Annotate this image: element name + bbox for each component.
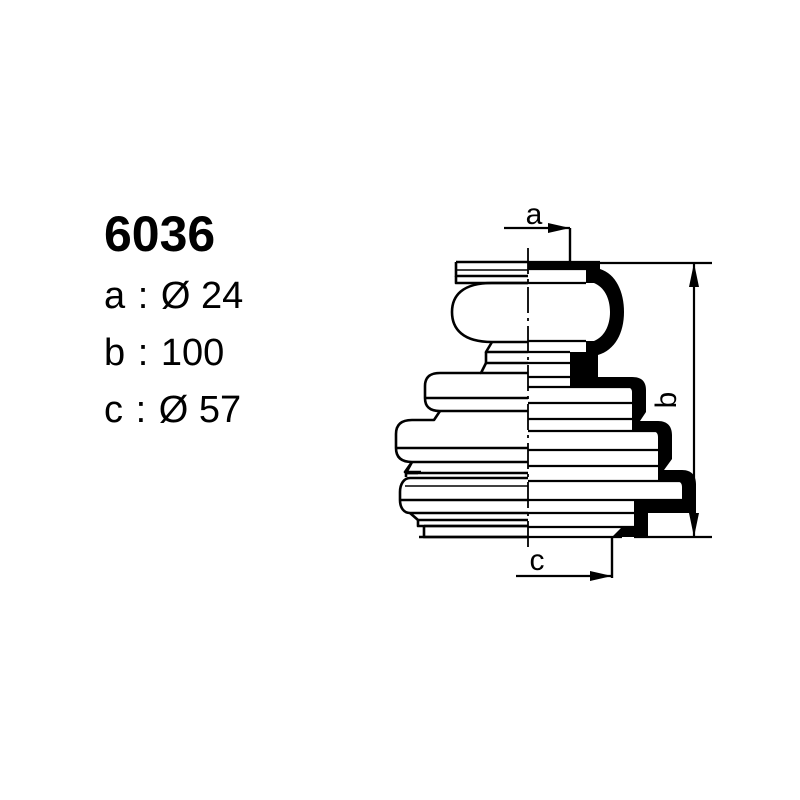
spec-value-c: 57 bbox=[198, 389, 242, 431]
spec-row-a: a : Ø 24 bbox=[104, 268, 364, 325]
dimension-c-label: c bbox=[530, 544, 545, 577]
spec-value-b: 100 bbox=[160, 332, 225, 374]
boot-right-section bbox=[528, 262, 696, 537]
dimension-b-label: b bbox=[650, 392, 683, 409]
spec-row-c: c : Ø 57 bbox=[104, 382, 364, 439]
spec-block: 6036 a : Ø 24 b : 100 c : Ø 57 bbox=[104, 206, 364, 439]
spec-symbol-a: Ø bbox=[160, 275, 191, 317]
spec-separator-b: : bbox=[137, 332, 149, 374]
boot-right-interior-lines bbox=[528, 260, 682, 539]
spec-value-a: 24 bbox=[200, 275, 244, 317]
dimension-a: a bbox=[504, 198, 572, 268]
part-number: 6036 bbox=[104, 206, 216, 262]
boot-left-outline bbox=[394, 260, 528, 539]
dimension-b: b bbox=[598, 261, 712, 539]
spec-key-c: c bbox=[104, 389, 123, 431]
spec-key-a: a bbox=[104, 275, 126, 317]
spec-row-b: b : 100 bbox=[104, 325, 364, 382]
spec-key-b: b bbox=[104, 332, 126, 374]
dimension-c: c bbox=[516, 537, 614, 581]
spec-symbol-c: Ø bbox=[158, 389, 189, 431]
spec-separator-a: : bbox=[137, 275, 149, 317]
dimension-a-label: a bbox=[526, 198, 543, 231]
spec-separator-c: : bbox=[135, 389, 147, 431]
boot-left-detail-lines bbox=[405, 269, 528, 487]
